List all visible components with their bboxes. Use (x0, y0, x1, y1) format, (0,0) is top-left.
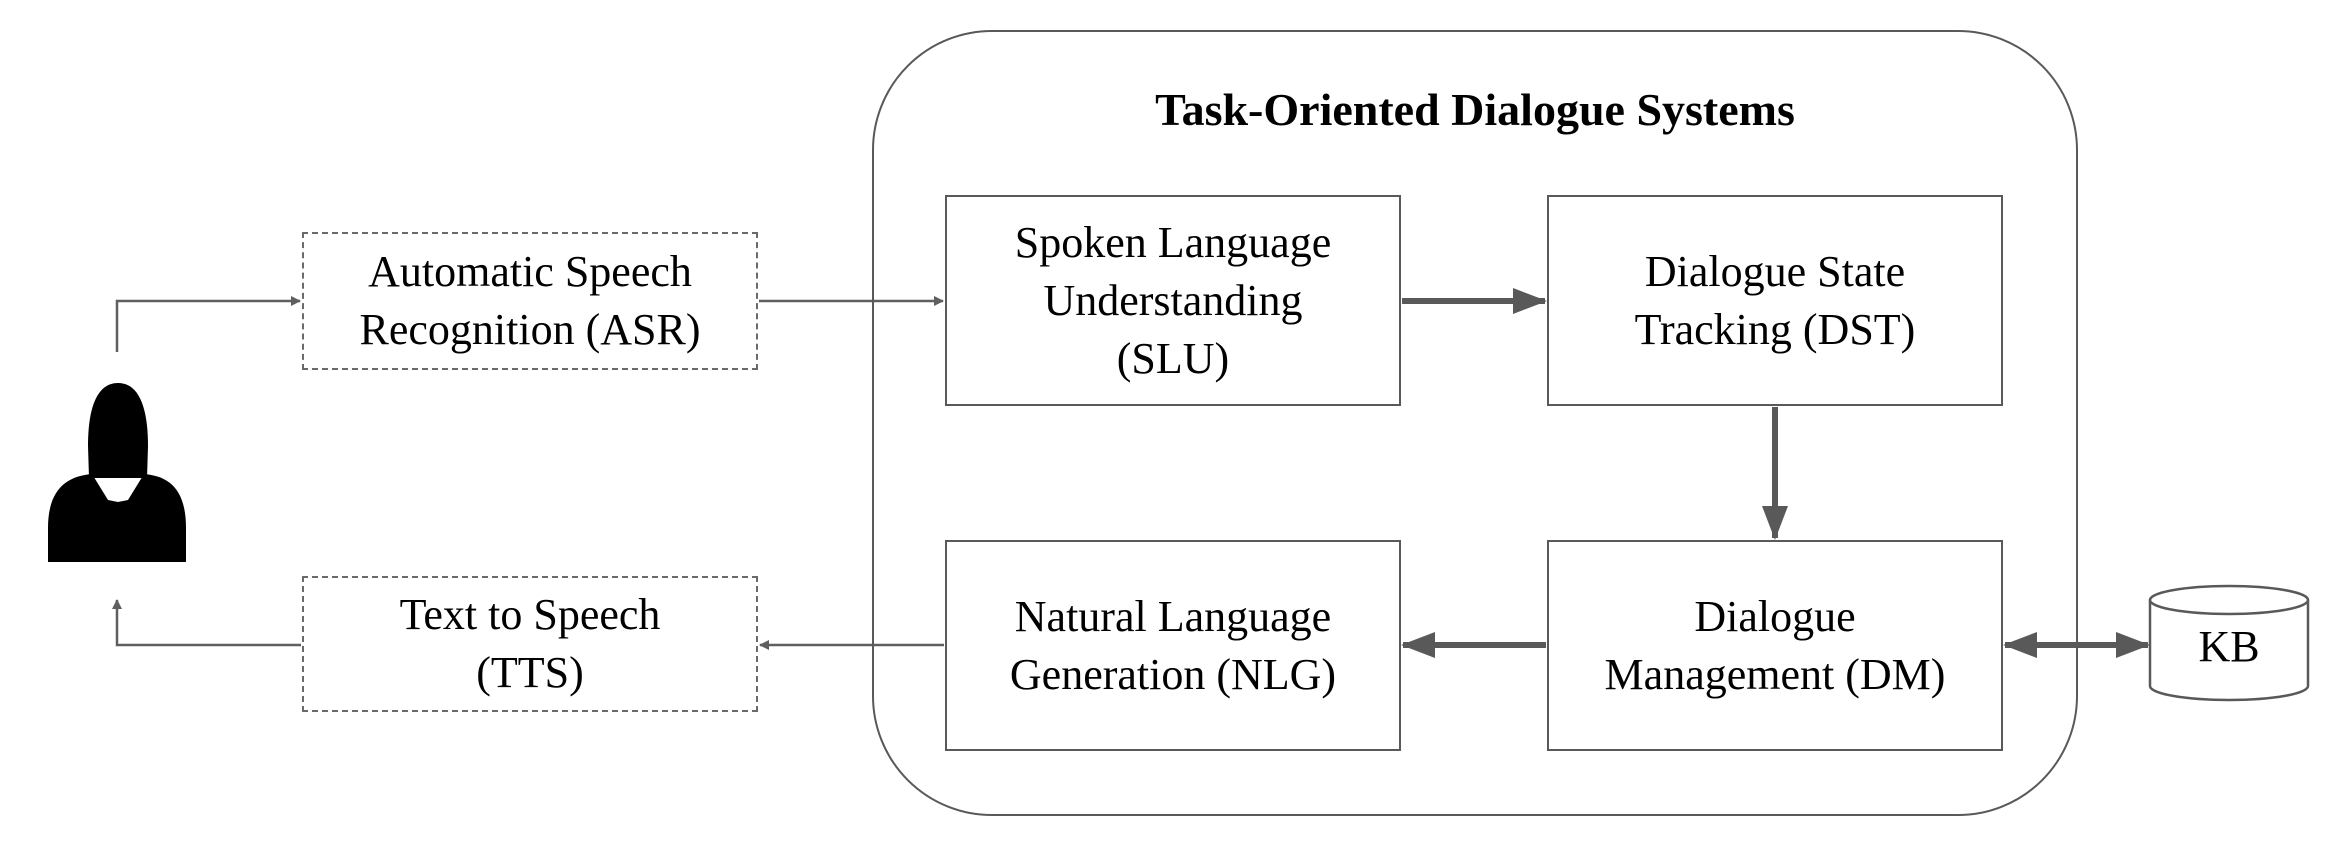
asr-box: Automatic Speech Recognition (ASR) (302, 232, 758, 370)
dst-box: Dialogue State Tracking (DST) (1547, 195, 2003, 406)
dst-label: Dialogue State Tracking (DST) (1634, 246, 1916, 354)
slu-label: Spoken Language Understanding (SLU) (1014, 217, 1332, 383)
nlg-box: Natural Language Generation (NLG) (945, 540, 1401, 751)
tts-label: Text to Speech (TTS) (399, 590, 661, 697)
slu-box: Spoken Language Understanding (SLU) (945, 195, 1401, 406)
kb-label: KB (2198, 622, 2260, 671)
asr-label: Automatic Speech Recognition (ASR) (359, 247, 701, 354)
dm-label: Dialogue Management (DM) (1604, 591, 1946, 699)
nlg-label: Natural Language Generation (NLG) (1009, 591, 1337, 699)
database-icon (2148, 584, 2310, 702)
task-oriented-system-container (872, 30, 2078, 816)
tts-box: Text to Speech (TTS) (302, 576, 758, 712)
system-title: Task-Oriented Dialogue Systems (1155, 84, 1795, 135)
arrow-tts-to-user (112, 599, 301, 647)
dm-box: Dialogue Management (DM) (1547, 540, 2003, 751)
user-icon (48, 383, 186, 562)
arrow-user-to-asr (115, 296, 301, 352)
